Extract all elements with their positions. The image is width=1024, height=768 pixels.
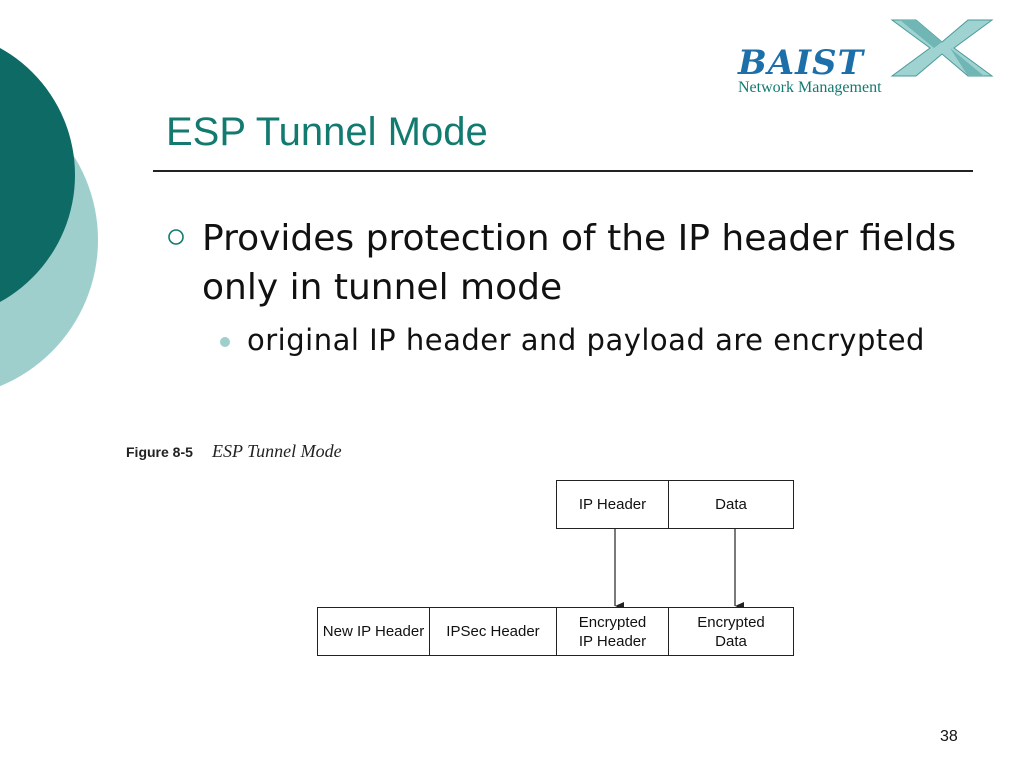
- dot-bullet-icon: [220, 337, 230, 347]
- encrypted-ip-header-box: Encrypted IP Header: [556, 607, 669, 656]
- decorative-circles: [0, 48, 98, 387]
- data-box: Data: [668, 480, 794, 529]
- page-number: 38: [940, 728, 958, 745]
- bullet-level-1: Provides protection of the IP header fie…: [202, 218, 957, 308]
- bullet-level-2: original IP header and payload are encry…: [247, 323, 925, 357]
- baist-logo: BAIST Network Management: [736, 16, 1002, 100]
- encrypted-data-box: Encrypted Data: [668, 607, 794, 656]
- title-divider: [153, 170, 973, 172]
- ip-header-box: IP Header: [556, 480, 669, 529]
- hollow-circle-bullet-icon: [168, 229, 184, 245]
- figure-caption: Figure 8-5 ESP Tunnel Mode: [126, 441, 342, 462]
- crossed-arrows-icon: [890, 19, 994, 77]
- figure-title: ESP Tunnel Mode: [212, 441, 342, 461]
- dark-circle: [0, 48, 75, 302]
- figure-number: Figure 8-5: [126, 444, 193, 460]
- new-ip-header-box: New IP Header: [317, 607, 430, 656]
- logo-brand: BAIST: [738, 43, 864, 83]
- ipsec-header-box: IPSec Header: [429, 607, 557, 656]
- logo-tagline: Network Management: [738, 79, 882, 96]
- slide-title: ESP Tunnel Mode: [166, 110, 488, 154]
